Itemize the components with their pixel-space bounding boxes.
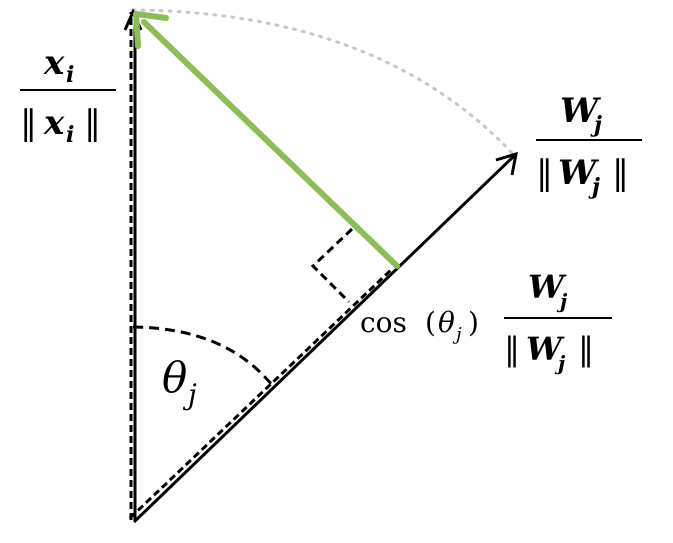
svg-text:j: j	[452, 324, 462, 345]
angle-label: θ j	[162, 353, 197, 411]
svg-text:(: (	[425, 306, 436, 339]
residual-vector-arrowhead	[133, 11, 169, 49]
svg-text:‖: ‖	[536, 153, 553, 193]
unit-circle-arc	[131, 8, 516, 157]
svg-text:‖: ‖	[578, 330, 594, 368]
svg-text:W: W	[558, 153, 599, 193]
x-unit-label: x i ‖ x i ‖	[20, 43, 116, 148]
angle-arc	[132, 325, 274, 386]
w-vector-dashed-line	[128, 266, 395, 520]
svg-text:i: i	[66, 62, 74, 88]
svg-text:): )	[468, 306, 479, 339]
residual-vector	[141, 19, 400, 269]
svg-text:cos: cos	[360, 306, 407, 339]
w-unit-label: W j ‖ W j ‖	[536, 91, 642, 200]
svg-text:W: W	[528, 268, 567, 306]
svg-text:‖: ‖	[84, 103, 101, 143]
svg-text:W: W	[526, 330, 565, 368]
svg-text:x: x	[43, 103, 65, 143]
svg-text:W: W	[560, 91, 601, 131]
right-angle-marker	[310, 227, 354, 304]
svg-text:‖: ‖	[20, 103, 37, 143]
svg-text:θ: θ	[438, 306, 455, 339]
svg-text:‖: ‖	[612, 153, 629, 193]
w-vector-arrowhead	[495, 151, 518, 176]
svg-text:θ: θ	[162, 353, 187, 402]
projection-label: cos ( θ j ) W j ‖ W j ‖	[360, 268, 612, 375]
svg-text:i: i	[66, 122, 74, 148]
w-unit-vector	[132, 154, 516, 524]
svg-text:‖: ‖	[504, 330, 520, 368]
svg-text:x: x	[43, 43, 65, 83]
